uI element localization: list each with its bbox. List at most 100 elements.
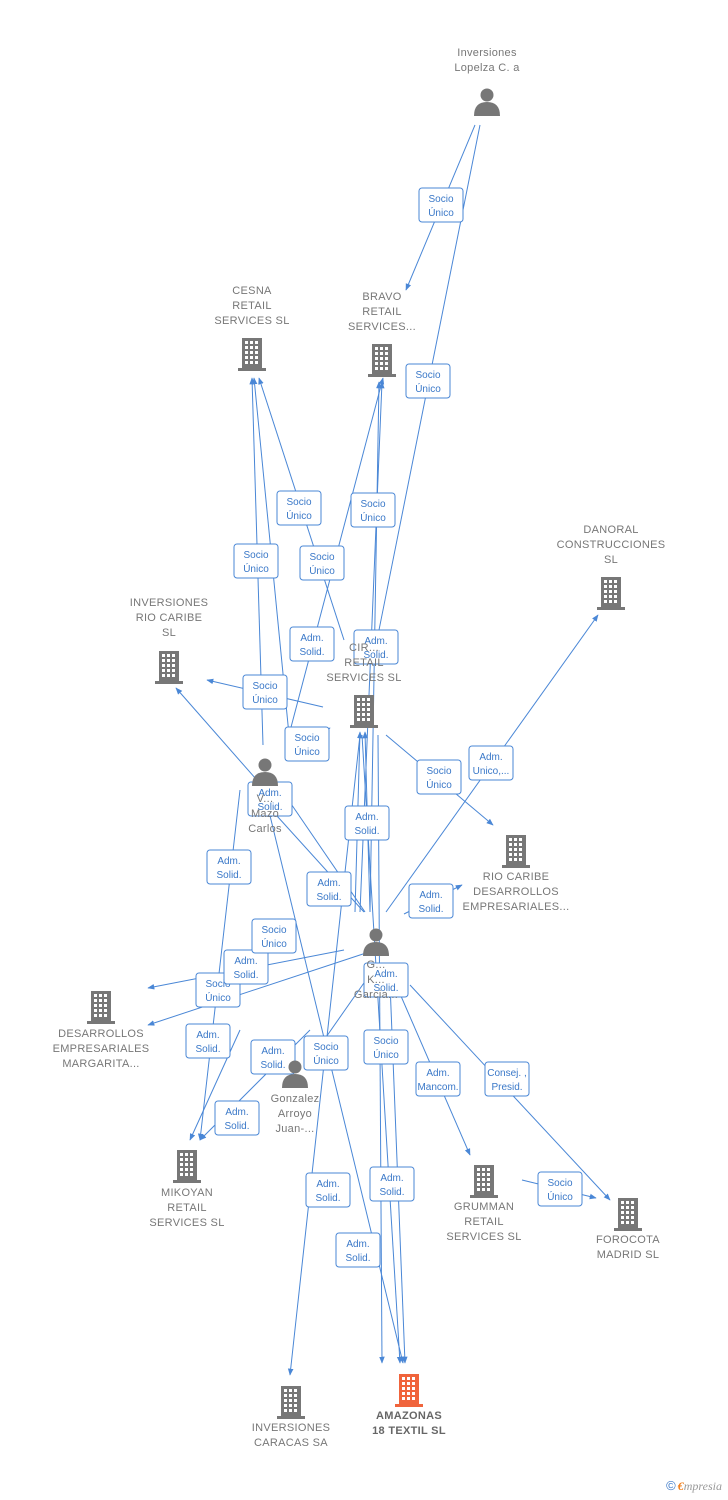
node-label: SL	[162, 627, 176, 639]
relation-label-box	[484, 1061, 530, 1097]
relation-label[interactable]: Adm. Solid.	[289, 626, 335, 662]
relation-label-text: Adm.	[380, 1173, 403, 1184]
relation-label-text: Solid.	[354, 826, 379, 837]
relation-label-box	[242, 674, 288, 710]
relation-label-box	[251, 918, 297, 954]
relation-label-box	[276, 490, 322, 526]
node-label: MADRID SL	[597, 1249, 660, 1261]
relation-label-box	[363, 962, 409, 998]
company-node[interactable]: BRAVORETAILSERVICES...	[348, 291, 416, 377]
relation-label-text: Mancom.	[417, 1082, 458, 1093]
relation-label[interactable]: Adm.Solid.	[306, 871, 352, 907]
company-node[interactable]: DESARROLLOSEMPRESARIALESMARGARITA...	[53, 991, 150, 1070]
relation-label-box	[206, 849, 252, 885]
relation-label-box	[250, 1039, 296, 1075]
relation-label[interactable]: Adm.Solid.	[223, 949, 269, 985]
relation-label-text: Único	[415, 382, 441, 395]
relation-label[interactable]: Adm.Solid.	[305, 1172, 351, 1208]
relation-label[interactable]: Adm.Solid.	[250, 1039, 296, 1075]
building-icon	[614, 1198, 642, 1231]
brand-name[interactable]: mpresia	[683, 1479, 722, 1493]
company-node[interactable]: INVERSIONES RIO CARIBE SL	[130, 597, 209, 684]
person-node[interactable]: G...K...Garcia...	[354, 928, 398, 1002]
relation-label-box	[418, 187, 464, 223]
relation-label-text: Solid.	[195, 1044, 220, 1055]
node-label: MARGARITA...	[62, 1058, 139, 1070]
relation-label-box	[305, 1172, 351, 1208]
person-icon	[252, 758, 278, 786]
relation-label-text: Adm.	[426, 1068, 449, 1079]
relation-label[interactable]: Adm. Mancom.	[415, 1061, 461, 1097]
relation-label[interactable]: Adm.Solid.	[206, 849, 252, 885]
relation-label-text: Solid.	[233, 970, 258, 981]
edge-labels-layer: SocioÚnicoSocioÚnicoSocioÚnicoSocioÚnico…	[185, 187, 583, 1268]
company-node[interactable]: RIO CARIBEDESARROLLOSEMPRESARIALES...	[463, 835, 570, 913]
relation-label[interactable]: Adm.Solid.	[335, 1232, 381, 1268]
relation-label[interactable]: Consej. ,Presid.	[484, 1061, 530, 1097]
node-label: SERVICES...	[348, 321, 416, 333]
relation-label[interactable]: Adm.Solid.	[408, 883, 454, 919]
relation-label[interactable]: Adm.Solid.	[369, 1166, 415, 1202]
relation-label-box	[350, 492, 396, 528]
node-label: RETAIL	[362, 306, 402, 318]
relation-edge	[284, 794, 366, 913]
relation-label[interactable]: Adm. Solid.	[185, 1023, 231, 1059]
relation-label[interactable]: Adm.Solid.	[353, 629, 399, 665]
relation-label-text: Solid.	[373, 983, 398, 994]
relation-label[interactable]: Adm.Solid.	[247, 781, 293, 817]
relation-label[interactable]: Adm.Unico,...	[468, 745, 514, 781]
relation-label-text: Solid.	[363, 650, 388, 661]
node-label: EMPRESARIALES...	[463, 901, 570, 913]
relation-label[interactable]: Adm.Solid.	[363, 962, 409, 998]
node-label: SERVICES SL	[149, 1217, 224, 1229]
relation-label-text: Único	[360, 511, 386, 524]
node-label: 18 TEXTIL SL	[372, 1425, 446, 1437]
relation-label-text: Solid.	[299, 647, 324, 658]
node-label: GRUMMAN	[454, 1201, 514, 1213]
person-node[interactable]: GonzalezArroyoJuan-...	[271, 1060, 320, 1136]
node-label: SL	[604, 554, 618, 566]
relation-label[interactable]: Adm.Solid.	[214, 1100, 260, 1136]
node-label: Juan-...	[275, 1123, 314, 1135]
relation-label-text: Socio	[261, 925, 286, 936]
relation-label-box	[415, 1061, 461, 1097]
node-label: DESARROLLOS	[58, 1028, 144, 1040]
relation-edge	[189, 1029, 241, 1141]
person-icon	[282, 1060, 308, 1088]
node-label: Gonzalez	[271, 1093, 320, 1105]
node-label: RIO CARIBE	[136, 612, 203, 624]
relation-label-text: Solid.	[257, 802, 282, 813]
relation-label-text: Adm.	[300, 633, 323, 644]
relation-label-box	[537, 1171, 583, 1207]
node-label: INVERSIONES	[252, 1422, 331, 1434]
node-label: INVERSIONES	[130, 597, 209, 609]
building-icon	[350, 695, 378, 728]
relation-label[interactable]: Adm.Solid.	[344, 805, 390, 841]
node-label: RETAIL	[344, 657, 384, 669]
relation-label-text: Adm.	[346, 1239, 369, 1250]
relation-label-text: Adm.	[196, 1030, 219, 1041]
